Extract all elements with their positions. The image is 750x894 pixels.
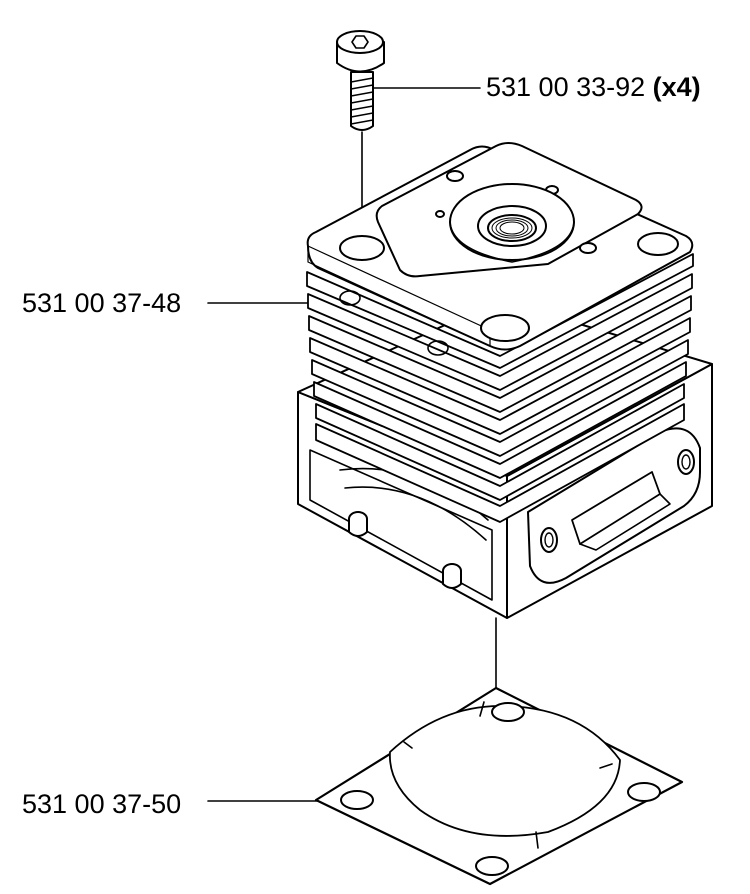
screw-hex-socket-icon	[351, 35, 369, 49]
cylinder-part-number: 531 00 37-48	[22, 288, 182, 318]
gasket-part-number-label: 531 00 37-50	[22, 791, 181, 818]
cylinder-part	[297, 142, 713, 619]
screw-part	[336, 30, 385, 131]
cylinder-part-number-label: 531 00 37-48	[22, 290, 181, 317]
mounting-hole	[480, 314, 530, 342]
screw-part-number: 531 00 33-92	[486, 72, 646, 102]
alignment-pin	[442, 563, 462, 589]
gasket-part-number: 531 00 37-50	[22, 789, 182, 819]
screw-part-number-label: 531 00 33-92 (x4)	[486, 74, 701, 101]
spark-plug-thread-hole	[487, 214, 537, 242]
cooling-fins	[306, 253, 694, 523]
gasket-bore	[389, 705, 621, 837]
mounting-hole	[339, 235, 385, 261]
gasket-bolt-hole	[475, 856, 509, 876]
gasket-bolt-hole	[491, 702, 525, 722]
alignment-pin	[348, 511, 368, 537]
gasket-part	[314, 686, 684, 886]
mounting-hole	[637, 232, 679, 256]
gasket-bolt-hole	[627, 782, 661, 802]
screw-quantity: (x4)	[652, 72, 701, 102]
gasket-bolt-hole	[340, 790, 374, 810]
